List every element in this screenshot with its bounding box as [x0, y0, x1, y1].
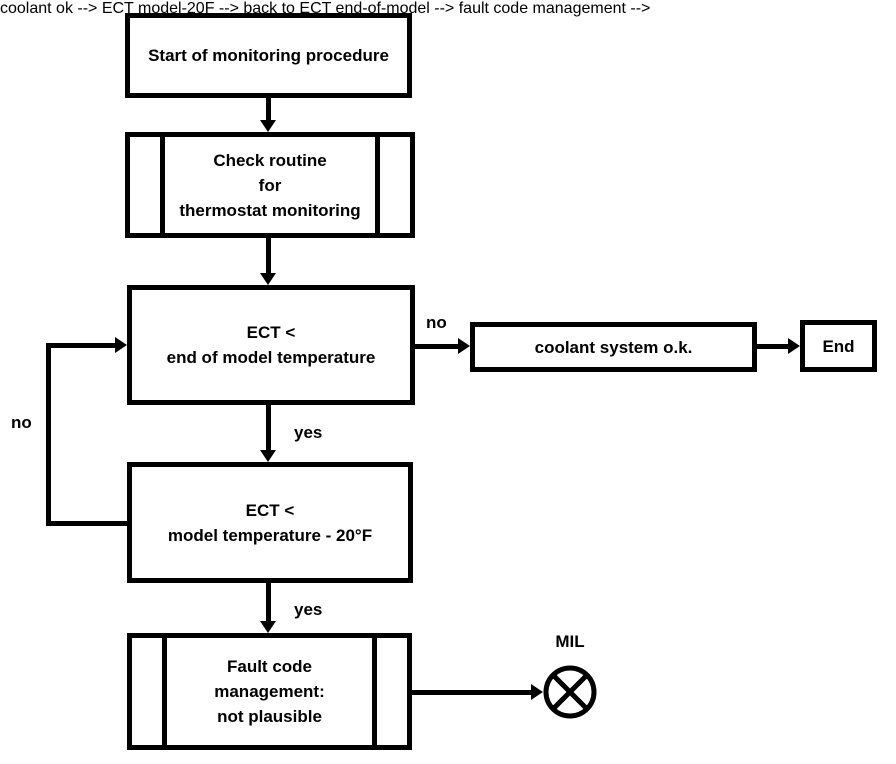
edge-check-ectend-line	[266, 237, 271, 275]
node-ect-model-minus-20: ECT < model temperature - 20°F	[127, 462, 413, 583]
edge-loop-bottom-line	[46, 521, 129, 526]
edge-fault-mil-arrowhead-icon	[531, 684, 543, 700]
node-coolant-ok: coolant system o.k.	[470, 322, 757, 372]
edge-loop-top-line	[46, 343, 116, 348]
edge-ectend-ectmodel-arrowhead-icon	[260, 450, 276, 462]
edge-ectend-ectmodel-line	[266, 404, 271, 452]
node-fault-code: Fault code management: not plausible	[127, 633, 412, 750]
edge-ectmodel-fault-arrowhead-icon	[260, 621, 276, 633]
node-check-routine-label: Check routine for thermostat monitoring	[179, 150, 361, 220]
mil-lamp-icon	[543, 665, 597, 719]
predefined-process-stripe-left	[162, 638, 167, 745]
node-ect-model-minus-20-label: ECT < model temperature - 20°F	[167, 500, 373, 545]
edge-label-ect-model-yes: yes	[294, 600, 323, 619]
edge-start-check-arrowhead-icon	[260, 120, 276, 132]
node-ect-end-of-model: ECT < end of model temperature	[127, 285, 415, 405]
edge-ectmodel-fault-line	[266, 582, 271, 623]
predefined-process-stripe-right	[375, 137, 380, 233]
node-start-label: Start of monitoring procedure	[148, 46, 389, 65]
node-end-label: End	[822, 336, 855, 356]
node-fault-code-label: Fault code management: not plausible	[214, 657, 325, 726]
node-end: End	[800, 320, 877, 372]
edge-check-ectend-arrowhead-icon	[260, 273, 276, 285]
edge-ectend-coolant-arrowhead-icon	[458, 338, 470, 354]
predefined-process-stripe-left	[160, 137, 165, 233]
node-check-routine: Check routine for thermostat monitoring	[125, 132, 415, 238]
edge-loop-arrowhead-icon	[115, 337, 127, 353]
edge-ectend-coolant-line	[414, 344, 459, 349]
edge-label-ect-end-no: no	[426, 313, 447, 332]
mil-label: MIL	[555, 632, 585, 651]
edge-label-ect-model-no: no	[11, 413, 32, 432]
edge-label-ect-end-yes: yes	[294, 423, 323, 442]
predefined-process-stripe-right	[372, 638, 377, 745]
edge-loop-vertical-line	[46, 343, 51, 526]
node-coolant-ok-label: coolant system o.k.	[534, 337, 693, 357]
edge-coolant-end-arrowhead-icon	[788, 338, 800, 354]
node-ect-end-of-model-label: ECT < end of model temperature	[166, 323, 376, 367]
edge-coolant-end-line	[756, 344, 789, 349]
edge-fault-mil-line	[411, 690, 533, 695]
node-start: Start of monitoring procedure	[125, 13, 412, 98]
edge-start-check-line	[266, 97, 271, 122]
